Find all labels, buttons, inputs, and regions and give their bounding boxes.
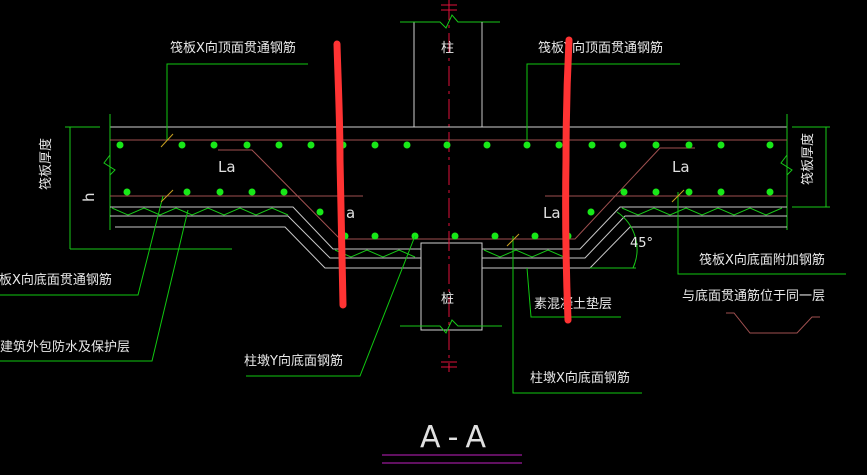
rebar-dot <box>280 188 288 196</box>
left-break <box>103 154 116 176</box>
rebar-dot <box>183 188 191 196</box>
rebar-dot <box>371 232 379 240</box>
rebar-dot <box>216 188 224 196</box>
rebar-dot <box>178 141 186 149</box>
dim-right-label: 筏板厚度 <box>800 133 816 185</box>
rebar-tick <box>160 133 174 148</box>
markup-stroke-right <box>562 36 573 324</box>
label-bottom-x-rebar: 筏板X向底面贯通钢筋 <box>0 272 112 288</box>
rebar-dot <box>248 188 256 196</box>
label-waterproof: 建筑外包防水及保护层 <box>0 339 130 355</box>
leader-top-y <box>526 63 680 140</box>
leader-top-x <box>166 63 308 140</box>
label-extra-note: 与底面贯通筋位于同一层 <box>682 288 825 304</box>
extra-rebar-left <box>218 147 695 240</box>
label-cushion: 素混凝土垫层 <box>534 296 612 312</box>
rebar-dot <box>587 208 595 216</box>
leader-waterproof <box>0 209 189 362</box>
la-label: La <box>672 158 690 176</box>
rebar-dots <box>116 141 774 240</box>
leader-extra-x <box>677 192 846 275</box>
extra-rebar-note-symbol <box>726 312 820 334</box>
rebar-dot <box>620 188 628 196</box>
hatch-zigzag <box>483 249 565 258</box>
rebar-dot <box>123 188 131 196</box>
angle-arc <box>616 211 638 269</box>
rebar-tick <box>160 189 174 203</box>
leader-cap-x <box>512 236 642 394</box>
rebar-dot <box>685 141 693 149</box>
la-label: La <box>218 158 236 176</box>
leader-bottom-x <box>0 195 164 296</box>
hatch-zigzag <box>111 207 289 216</box>
label-cap-y-rebar: 柱墩Y向底面钢筋 <box>244 353 343 369</box>
rebar-dot <box>275 141 283 149</box>
hatch-zigzag <box>621 207 783 216</box>
rebar-dot <box>307 141 315 149</box>
pile-break-line <box>400 319 502 334</box>
rebar-dot <box>588 141 596 149</box>
rebar-dot <box>652 141 660 149</box>
waterproof-line <box>110 206 421 250</box>
la-label: La <box>543 204 561 222</box>
rebar-dot <box>403 141 411 149</box>
rebar-dot <box>717 141 725 149</box>
rebar-dot <box>451 232 459 240</box>
column-break-line <box>400 14 500 29</box>
rebar-dot <box>371 141 379 149</box>
hatch-zigzag <box>334 249 416 258</box>
pile-outline <box>420 242 483 331</box>
label-cap-x-rebar: 柱墩X向底面钢筋 <box>530 370 630 386</box>
waterproof-line <box>482 215 787 259</box>
rebar-dot <box>523 141 531 149</box>
la-label: a <box>346 204 355 222</box>
dim-left-label: 筏板厚度 <box>38 138 54 190</box>
waterproof-line <box>110 215 421 259</box>
rebar-dot <box>210 141 218 149</box>
rebar-dot <box>243 141 251 149</box>
rebar-dot <box>652 188 660 196</box>
rebar-dot <box>619 141 627 149</box>
rebar-tick <box>506 233 520 247</box>
rebar-dot <box>717 188 725 196</box>
cushion-line <box>482 226 787 269</box>
leader-cushion <box>526 267 621 318</box>
label-extra-x-rebar: 筏板X向底面附加钢筋 <box>699 252 825 268</box>
label-top-x-rebar: 筏板X向顶面贯通钢筋 <box>170 40 296 56</box>
rebar-tick <box>671 189 685 203</box>
rebar-dot <box>316 208 324 216</box>
markup-stroke-left <box>333 40 347 309</box>
cushion-line <box>115 226 421 269</box>
waterproof-line <box>482 206 787 250</box>
label-column: 柱 <box>441 41 454 56</box>
rebar-dot <box>766 141 774 149</box>
label-pile: 桩 <box>441 292 454 307</box>
protective-layer-hatch <box>111 207 783 258</box>
rebar-dot <box>531 232 539 240</box>
h-label: h <box>80 192 98 202</box>
right-break <box>780 154 793 176</box>
leader-cap-y <box>246 235 416 377</box>
section-title: A-A <box>420 420 486 455</box>
label-top-y-rebar: 筏板Y向顶面贯通钢筋 <box>538 40 663 56</box>
rebar-dot <box>483 141 491 149</box>
rebar-dot <box>766 188 774 196</box>
rebar-dot <box>443 141 451 149</box>
rebar-dot <box>685 188 693 196</box>
rebar-dot <box>555 141 563 149</box>
rebar-dot <box>116 141 124 149</box>
rebar-dot <box>491 232 499 240</box>
angle-label: 45° <box>630 236 653 251</box>
